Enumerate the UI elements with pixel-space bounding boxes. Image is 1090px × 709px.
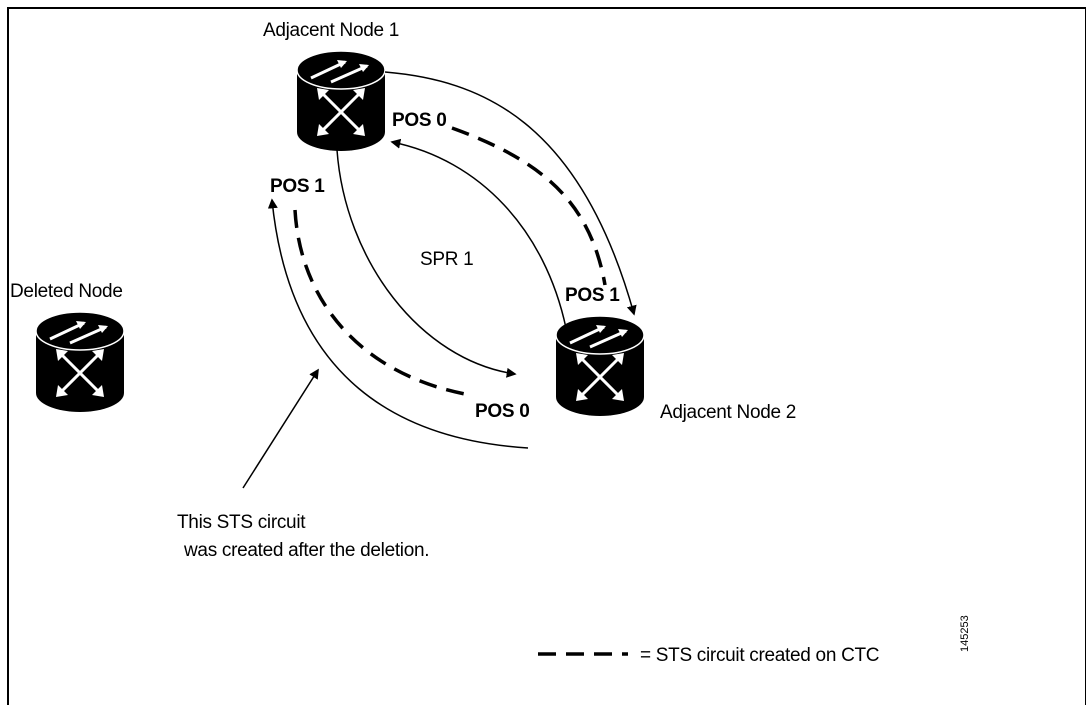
note-pointer-arrow	[242, 368, 319, 489]
figure-frame	[7, 7, 1086, 705]
adjacent-node-2-label: Adjacent Node 2	[660, 402, 796, 423]
spr1-label: SPR 1	[420, 249, 473, 270]
note-line-1: This STS circuit	[177, 512, 306, 533]
adjacent-node-1-label: Adjacent Node 1	[263, 20, 399, 41]
outer-ring-arrow-node1-to-node2	[384, 71, 637, 316]
outer-ring-arrow-node2-to-node1	[267, 198, 529, 449]
figure-id: 145253	[959, 615, 971, 652]
pos1-right-label: POS 1	[565, 285, 620, 306]
deleted-node-router-icon	[34, 310, 126, 414]
deleted-node-label: Deleted Node	[10, 281, 123, 302]
pos1-left-label: POS 1	[270, 176, 325, 197]
inner-ring-arrow-node2-to-node1	[390, 138, 567, 329]
adjacent-node-1-router-icon	[295, 49, 387, 153]
pos0-bottom-label: POS 0	[475, 401, 529, 422]
pos0-top-label: POS 0	[392, 110, 446, 131]
adjacent-node-2-router-icon	[554, 314, 646, 418]
sts-circuit-dashed-right	[451, 126, 607, 286]
note-line-2: was created after the deletion.	[183, 540, 429, 561]
inner-ring-arrow-node1-to-node2	[336, 149, 517, 378]
sts-circuit-dashed-left	[293, 209, 471, 397]
legend-text: = STS circuit created on CTC	[640, 645, 879, 666]
